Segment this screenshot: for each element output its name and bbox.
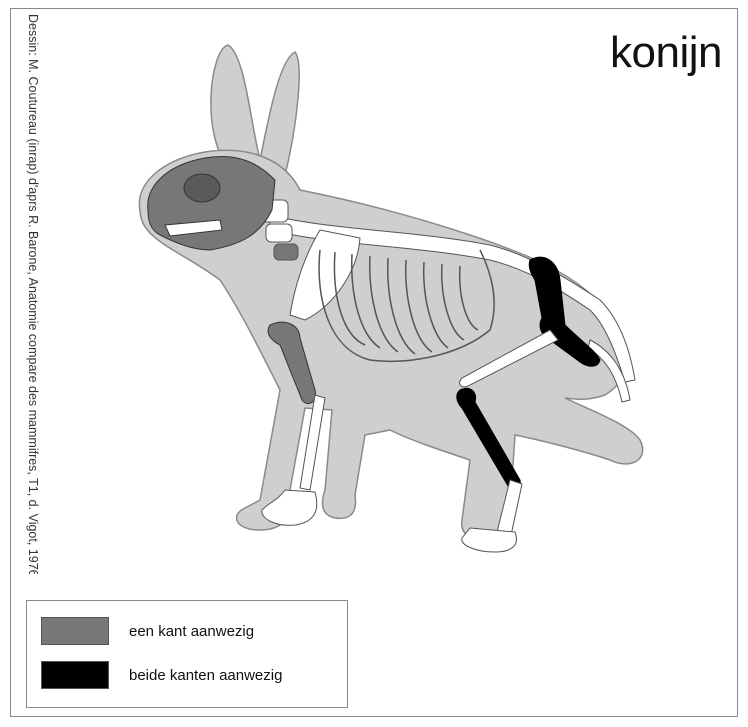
legend-item-both-sides: beide kanten aanwezig [41, 661, 282, 689]
legend-swatch-one-side [41, 617, 109, 645]
cervical-vertebra-one-side [274, 244, 298, 260]
legend-label-both-sides: beide kanten aanwezig [129, 667, 282, 684]
legend: een kant aanwezig beide kanten aanwezig [26, 600, 348, 708]
credit-text: Dessin: M. Coutureau (inrap) d'aprs R. B… [18, 14, 40, 574]
rabbit-skeleton-diagram [110, 40, 670, 570]
legend-swatch-both-sides [41, 661, 109, 689]
cervical-vertebra [266, 224, 292, 242]
legend-label-one-side: een kant aanwezig [129, 623, 254, 640]
hind-paw [462, 528, 517, 552]
legend-item-one-side: een kant aanwezig [41, 617, 254, 645]
